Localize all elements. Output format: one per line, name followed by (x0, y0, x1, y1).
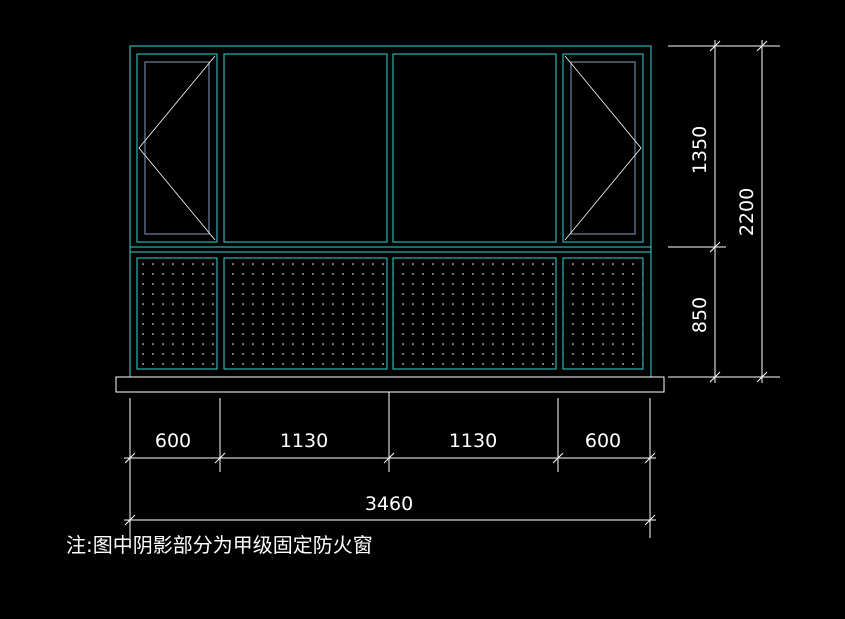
vertical-dimensions (668, 40, 780, 383)
tick (644, 452, 656, 464)
tick (124, 452, 136, 464)
tick (214, 452, 226, 464)
dim-text-600-left: 600 (155, 430, 191, 452)
dim-text-1130-right: 1130 (449, 430, 497, 452)
horizontal-dimensions (124, 392, 656, 538)
drawing-note: 注:图中阴影部分为甲级固定防火窗 (66, 533, 373, 557)
tick (709, 241, 721, 253)
dim-text-overall-height: 2200 (736, 188, 758, 236)
tick (552, 452, 564, 464)
lower-pane-1-hatch (136, 257, 218, 370)
dim-text-upper-height: 1350 (689, 126, 711, 174)
right-casement-inner (570, 61, 636, 235)
tick (644, 514, 656, 526)
upper-center-right-pane (392, 53, 557, 243)
lower-pane-2-hatch (223, 257, 388, 370)
tick (709, 371, 721, 383)
upper-center-left-pane (223, 53, 388, 243)
tick (124, 514, 136, 526)
right-opening-indicator (564, 55, 642, 241)
tick (709, 40, 721, 52)
window-sill (115, 376, 665, 393)
dim-text-1130-left: 1130 (280, 430, 328, 452)
lower-pane-3-hatch (392, 257, 557, 370)
left-casement-inner (144, 61, 210, 235)
tick (383, 452, 395, 464)
dim-text-lower-height: 850 (689, 297, 711, 333)
tick (756, 40, 768, 52)
dim-text-overall-width: 3460 (365, 493, 413, 515)
dim-text-600-right: 600 (585, 430, 621, 452)
tick (756, 371, 768, 383)
left-casement-outer (136, 53, 218, 243)
upper-panes (136, 53, 644, 243)
lower-fire-panes (136, 257, 644, 370)
left-opening-indicator (138, 55, 216, 241)
right-casement-outer (562, 53, 644, 243)
lower-pane-4-hatch (562, 257, 644, 370)
